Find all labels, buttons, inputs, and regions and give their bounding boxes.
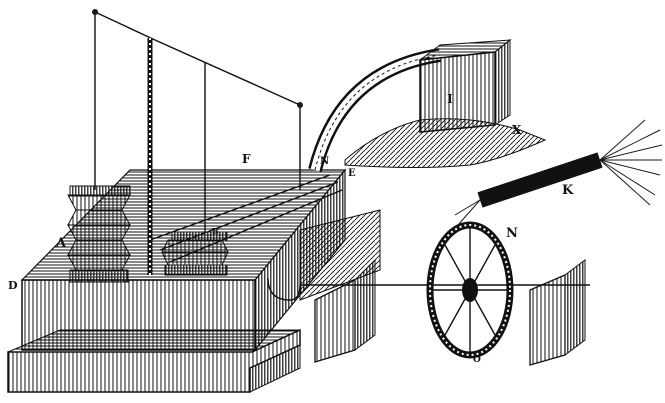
label-i: I xyxy=(447,92,453,106)
cistern-i xyxy=(418,38,512,133)
label-k: K xyxy=(562,183,574,198)
label-a: A xyxy=(55,236,67,251)
bellows-a xyxy=(67,185,131,283)
hose-k xyxy=(454,119,663,226)
bearing-block-left xyxy=(314,258,376,363)
label-x: X xyxy=(512,123,522,137)
label-n-wheel: N xyxy=(506,226,518,241)
label-e: E xyxy=(348,168,356,179)
label-o: O xyxy=(473,355,481,365)
bellows-b xyxy=(161,231,229,276)
hillside xyxy=(344,118,547,168)
arched-pipe xyxy=(308,48,442,172)
bearing-block-right xyxy=(529,259,586,366)
label-n-top: N xyxy=(320,156,329,167)
label-f: F xyxy=(242,152,251,166)
figure-labels: A D F B E N I X K N O xyxy=(8,92,574,365)
rod-frame xyxy=(92,9,303,275)
water-wheel xyxy=(426,221,514,359)
brush-tuft xyxy=(599,119,663,206)
label-d: D xyxy=(8,279,18,292)
label-b: B xyxy=(212,226,219,236)
